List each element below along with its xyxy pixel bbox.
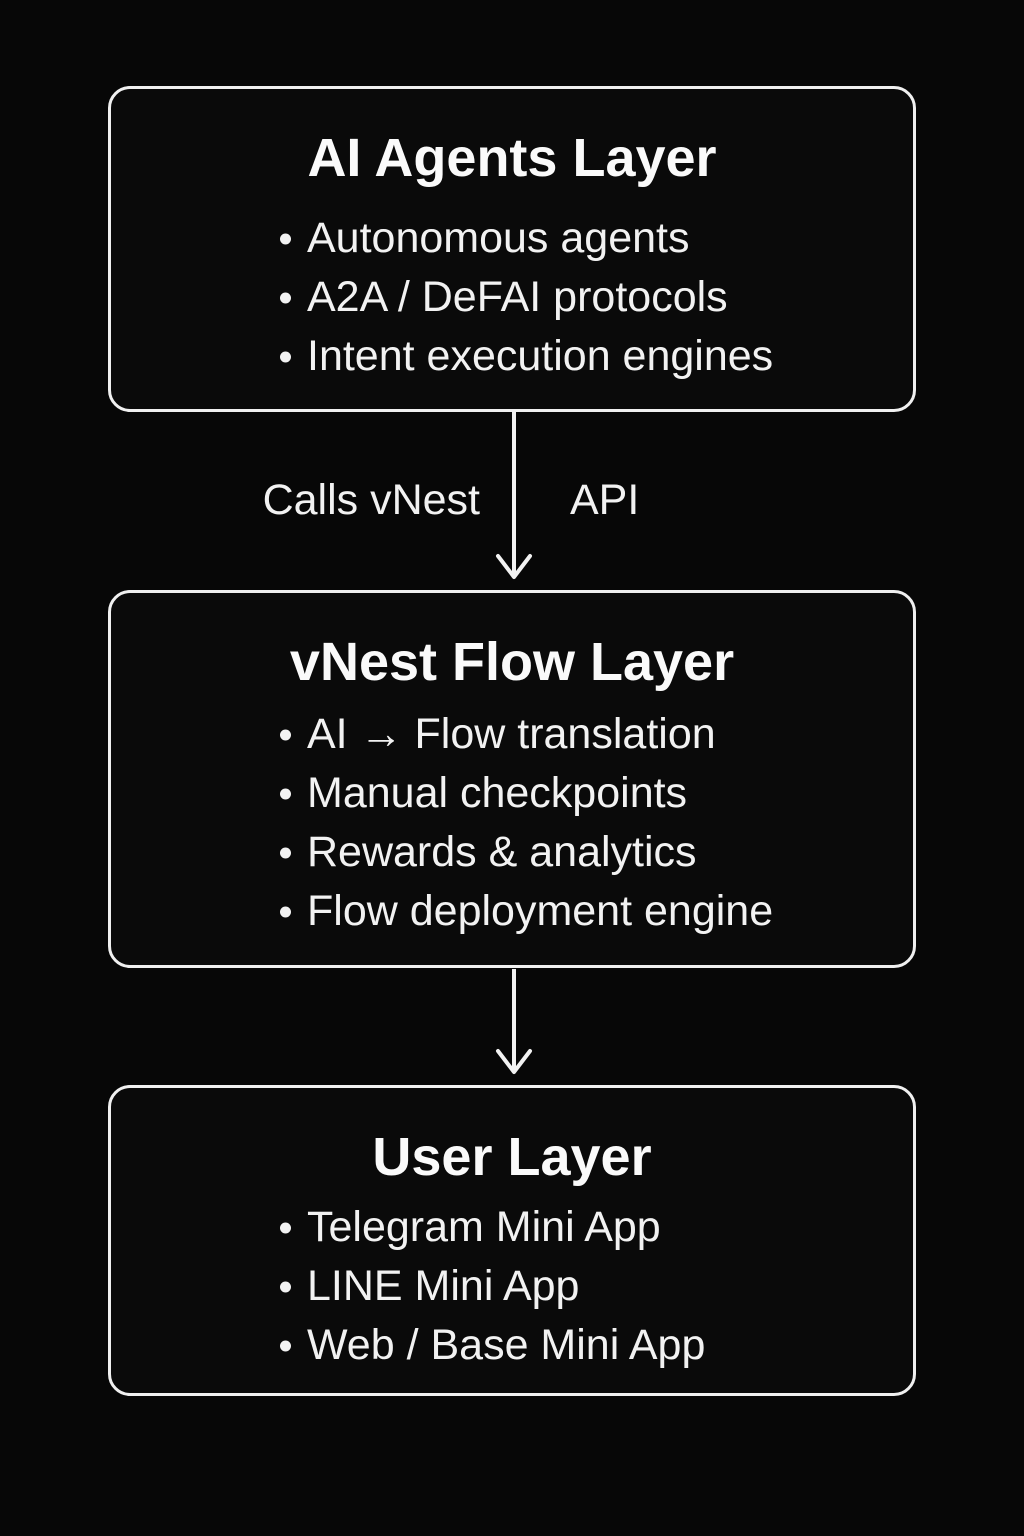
vnest-flow-layer-box: vNest Flow Layer AI → Flow translation M… xyxy=(108,590,916,968)
vnest-flow-layer-title: vNest Flow Layer xyxy=(289,632,735,692)
list-item: Telegram Mini App xyxy=(307,1198,883,1257)
list-item: Manual checkpoints xyxy=(307,764,883,823)
user-layer-title: User Layer xyxy=(372,1127,652,1187)
list-item: AI → Flow translation xyxy=(307,705,883,764)
connector-label-calls-vnest: Calls vNest xyxy=(262,476,480,524)
list-item: LINE Mini App xyxy=(307,1257,883,1316)
list-item: Intent execution engines xyxy=(307,327,883,386)
ai-agents-layer-title: AI Agents Layer xyxy=(307,128,717,188)
arrow-down-icon xyxy=(496,969,532,1074)
connector-label-api: API xyxy=(570,476,640,524)
vnest-flow-layer-list: AI → Flow translation Manual checkpoints… xyxy=(111,705,913,941)
connector-flow-to-user xyxy=(495,969,533,1077)
arrow-down-icon xyxy=(496,412,532,579)
list-item: A2A / DeFAI protocols xyxy=(307,268,883,327)
list-item: Autonomous agents xyxy=(307,209,883,268)
ai-agents-layer-box: AI Agents Layer Autonomous agents A2A / … xyxy=(108,86,916,412)
list-item: Web / Base Mini App xyxy=(307,1316,883,1375)
ai-agents-layer-list: Autonomous agents A2A / DeFAI protocols … xyxy=(111,209,913,386)
user-layer-list: Telegram Mini App LINE Mini App Web / Ba… xyxy=(111,1198,913,1375)
user-layer-box: User Layer Telegram Mini App LINE Mini A… xyxy=(108,1085,916,1396)
list-item: Flow deployment engine xyxy=(307,882,883,941)
connector-ai-to-flow xyxy=(495,412,533,582)
list-item: Rewards & analytics xyxy=(307,823,883,882)
